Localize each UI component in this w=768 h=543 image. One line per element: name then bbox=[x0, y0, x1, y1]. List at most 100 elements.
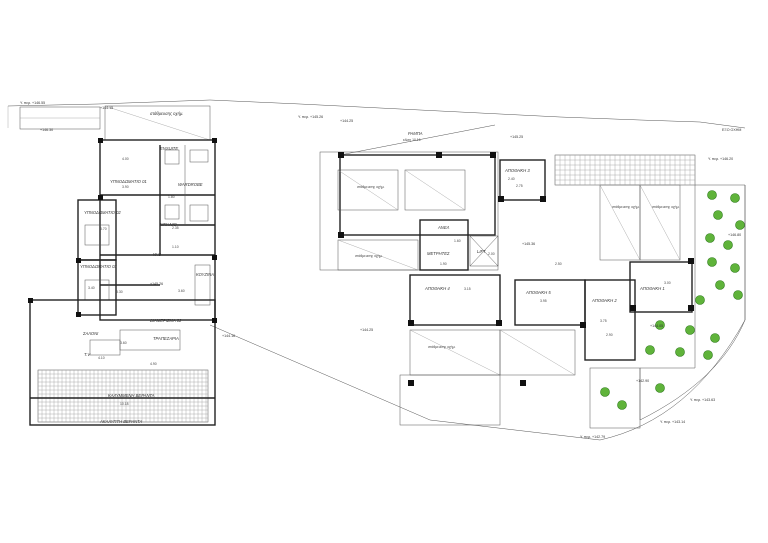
parking-label-3: στάθμευσης οχήμ. bbox=[355, 254, 383, 258]
elev-7: Υ. περ. +146.20 bbox=[708, 157, 733, 161]
tree-icon bbox=[617, 400, 627, 410]
dim-apt-10: 10.18 bbox=[120, 402, 129, 406]
elev-10: +145.26 bbox=[150, 282, 163, 286]
elevation-labels: Υ. περ. +146.55 +144.15 +146.30 Υ. περ. … bbox=[20, 101, 741, 439]
dim-bld-5: 3.15 bbox=[464, 287, 471, 291]
tree-icon bbox=[675, 347, 685, 357]
tiles-top-grid bbox=[554, 154, 696, 186]
elev-5: +144.25 bbox=[340, 119, 353, 123]
veranda-tile-grid bbox=[37, 369, 208, 423]
tree-icon bbox=[685, 325, 695, 335]
dim-bld-9: 3.00 bbox=[664, 281, 671, 285]
label-wc: W.C bbox=[153, 252, 162, 257]
elev-12: +144.16 bbox=[222, 334, 235, 338]
tree-icon bbox=[655, 320, 665, 330]
dim-bld-8: 2.90 bbox=[606, 333, 613, 337]
dim-apt-3: 3.70 bbox=[100, 227, 107, 231]
tree-icon bbox=[715, 280, 725, 290]
dim-bld-4: 2.00 bbox=[488, 252, 495, 256]
dim-bld-1: 2.40 bbox=[508, 177, 515, 181]
dim-apt-7: 4.10 bbox=[98, 356, 105, 360]
tree-icon bbox=[710, 333, 720, 343]
dim-bld-2: 2.75 bbox=[516, 184, 523, 188]
dim-apt-4: 3.60 bbox=[178, 289, 185, 293]
label-akalypti-veranta: ΑΚΑΛΥΠΤΗ ΒΕΡΑΝΤΑ bbox=[99, 419, 142, 424]
tree-icon bbox=[695, 295, 705, 305]
elev-6: +145.25 bbox=[510, 135, 523, 139]
label-trapezaria: ΤΡΑΠΕΖΑΡΙΑ bbox=[153, 336, 179, 341]
label-kouzina: ΚΟΥΖΙΝΑ bbox=[196, 272, 214, 277]
parking-label-4: στάθμευσης οχήμ. bbox=[428, 345, 456, 349]
parking-label-5: στάθμευσης οχήμ. bbox=[612, 205, 640, 209]
tree-icon bbox=[723, 240, 733, 250]
tree-icon bbox=[730, 263, 740, 273]
label-metrites: ΜΕΤΡΗΤΕΣ bbox=[427, 251, 450, 256]
label-kalypsmeni-veranta: ΚΑΛΥΜΜΕΝΗ ΒΕΡΑΝΤΑ bbox=[108, 393, 155, 398]
dim-apt-11: 2.35 bbox=[172, 226, 179, 230]
label-tv: T.V bbox=[84, 352, 91, 357]
label-ypnodomatio-02: ΥΠΝΟΔΩΜΑΤΙΟ 02 bbox=[84, 210, 121, 215]
tree-icon bbox=[733, 290, 743, 300]
elev-13: +144.05 bbox=[650, 324, 663, 328]
tree-icon bbox=[645, 345, 655, 355]
tree-icon bbox=[730, 193, 740, 203]
parking-top-left: στάθμευσης οχήμ. bbox=[19, 105, 211, 141]
label-ypnodomatio-01: ΥΠΝΟΔΩΜΑΤΙΟ 01 bbox=[110, 179, 147, 184]
label-lift: LIFT bbox=[477, 249, 486, 254]
tree-icon bbox=[600, 387, 610, 397]
label-wardrobe: WARDROBE bbox=[178, 182, 203, 187]
label-apothiki-3: ΑΠΟΘΗΚΗ 3 bbox=[504, 168, 530, 173]
tree-icon bbox=[655, 383, 665, 393]
label-ensuite: ENSUITE bbox=[160, 146, 178, 151]
dim-apt-12: 1.10 bbox=[172, 245, 179, 249]
label-apothiki-1: ΑΠΟΘΗΚΗ 1 bbox=[639, 286, 665, 291]
garden bbox=[600, 184, 746, 421]
label-exo-oximi: ΕΞΟ ΟΧΗΜ bbox=[722, 128, 741, 132]
elev-4: Υ. περ. +145.26 bbox=[298, 115, 323, 119]
tree-icon bbox=[707, 190, 717, 200]
elev-15: Υ. περ. +143.63 bbox=[690, 398, 715, 402]
label-ypnodomatio-03: ΥΠΝΟΔΩΜΑΤΙΟ 03 bbox=[80, 264, 117, 269]
elev-16: Υ. περ. +143.14 bbox=[660, 420, 685, 424]
dim-bld-10: 2.50 bbox=[555, 262, 562, 266]
dim-bld-3: 1.60 bbox=[454, 239, 461, 243]
parking-label-2: στάθμευσης οχήμ. bbox=[357, 185, 385, 189]
tree-icon bbox=[705, 233, 715, 243]
dim-apt-6: 3.30 bbox=[116, 290, 123, 294]
dim-apt-5: 3.40 bbox=[88, 286, 95, 290]
dim-apt-1: 4.00 bbox=[122, 157, 129, 161]
label-rampa: ΡΑΜΠΑ bbox=[408, 131, 423, 136]
dim-apt-8: 4.90 bbox=[150, 362, 157, 366]
dim-bld-6: 3.95 bbox=[540, 299, 547, 303]
label-rampa-slope: κλίση 10.16 bbox=[403, 138, 421, 142]
central-building: ΡΑΜΠΑ κλίση 10.16 στάθμευσης οχήμ. στάθμ… bbox=[319, 124, 741, 429]
dim-apt-13: 1.80 bbox=[168, 195, 175, 199]
tree-icon bbox=[703, 350, 713, 360]
dim-apt-2: 3.90 bbox=[122, 185, 129, 189]
dim-bld-7: 3.75 bbox=[600, 319, 607, 323]
garden-trees bbox=[600, 190, 745, 410]
elev-17: Υ. περ. +142.79 bbox=[580, 435, 605, 439]
elev-1: Υ. περ. +146.55 bbox=[20, 101, 45, 105]
elev-2: +144.15 bbox=[100, 106, 113, 110]
dim-bld-11: 1.90 bbox=[440, 262, 447, 266]
elev-11: +144.25 bbox=[360, 328, 373, 332]
label-anel: ΑΝΕΛ bbox=[437, 225, 450, 230]
label-apothiki-2: ΑΠΟΘΗΚΗ 2 bbox=[591, 298, 617, 303]
parking-label-6: στάθμευσης οχήμ. bbox=[652, 205, 680, 209]
parking-label-1: στάθμευσης οχήμ. bbox=[150, 111, 183, 116]
elev-14: +142.90 bbox=[636, 379, 649, 383]
label-apothiki-5: ΑΠΟΘΗΚΗ 5 bbox=[525, 290, 551, 295]
tree-icon bbox=[713, 210, 723, 220]
label-mpanio: ΜΠΑΝΙΟ bbox=[160, 222, 178, 227]
label-apothiki-4: ΑΠΟΘΗΚΗ 4 bbox=[424, 286, 450, 291]
label-diamerisma-02: ΔΙΑΜΕΡΙΣΜΑ 02 bbox=[149, 318, 182, 323]
dim-apt-9: 3.60 bbox=[120, 341, 127, 345]
elev-9: +146.80 bbox=[728, 233, 741, 237]
tree-icon bbox=[707, 257, 717, 267]
elev-3: +146.30 bbox=[40, 128, 53, 132]
apartment-02: ENSUITE ΥΠΝΟΔΩΜΑΤΙΟ 01 WARDROBE ΥΠΝΟΔΩΜΑ… bbox=[28, 138, 217, 426]
label-saloni: ΣΑΛΟΝΙ bbox=[82, 331, 99, 336]
elev-8: +145.36 bbox=[522, 242, 535, 246]
